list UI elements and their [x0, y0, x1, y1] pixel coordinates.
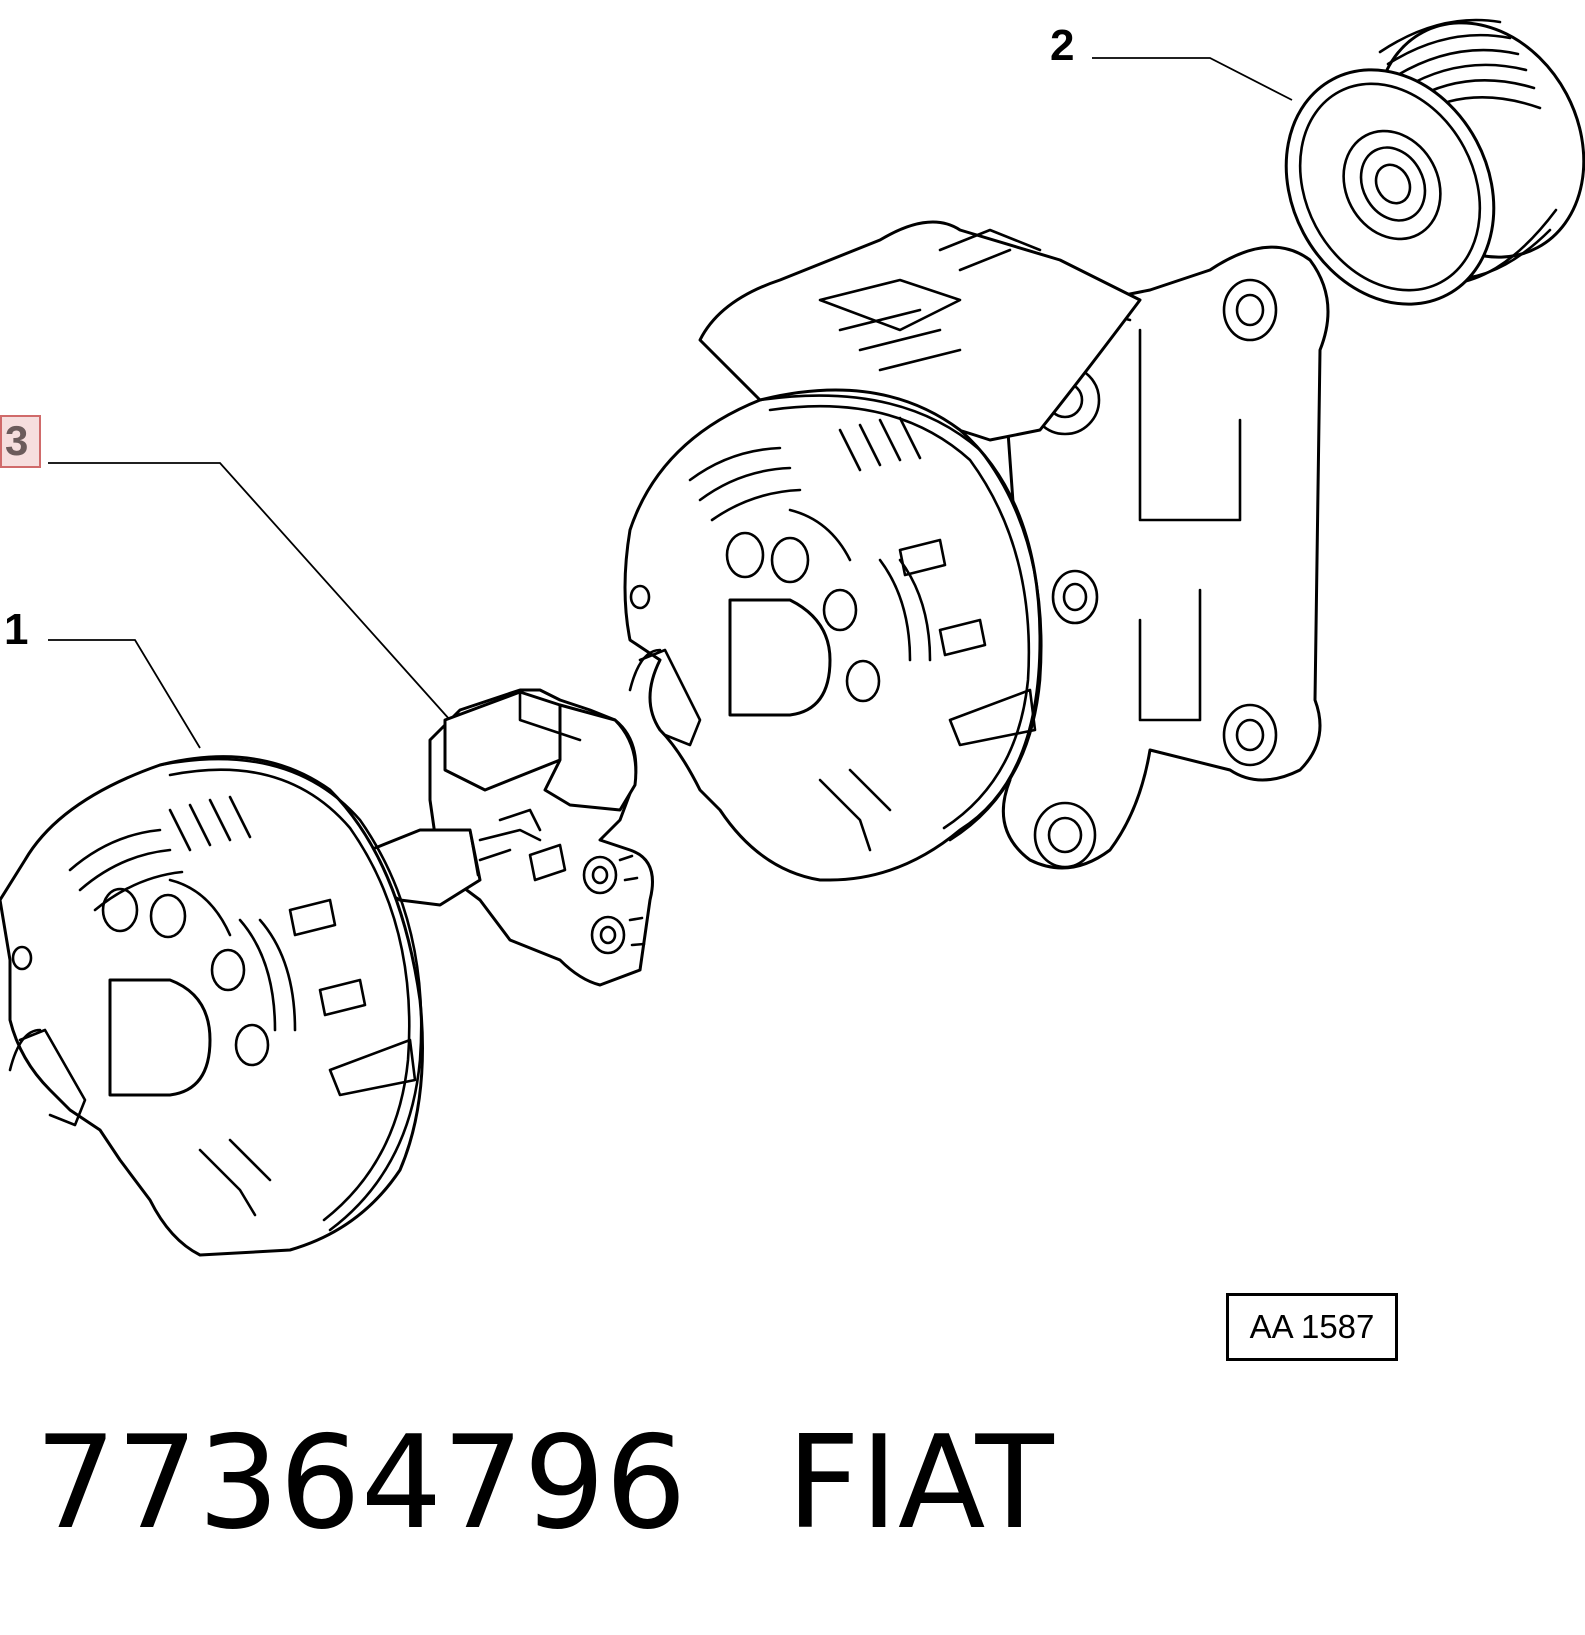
rear-cover-part-1: [0, 755, 424, 1257]
alternator-assembly: [623, 220, 1330, 882]
leader-line-1: [48, 639, 201, 749]
callout-3-label: 3: [5, 417, 29, 464]
part-number: 77364796: [35, 1409, 687, 1558]
reference-code-box: AA 1587: [1226, 1293, 1398, 1361]
regulator-part-3: [368, 688, 654, 987]
callout-3-highlight-box[interactable]: [0, 415, 41, 468]
brand-name: FIAT: [786, 1409, 1054, 1558]
reference-code-text: AA 1587: [1249, 1308, 1375, 1345]
pulley-part-2: [1284, 18, 1585, 306]
callout-2-label: 2: [1050, 21, 1075, 70]
leader-line-3: [48, 462, 451, 721]
callout-1-label: 1: [4, 605, 29, 654]
leader-line-2: [1092, 57, 1293, 101]
